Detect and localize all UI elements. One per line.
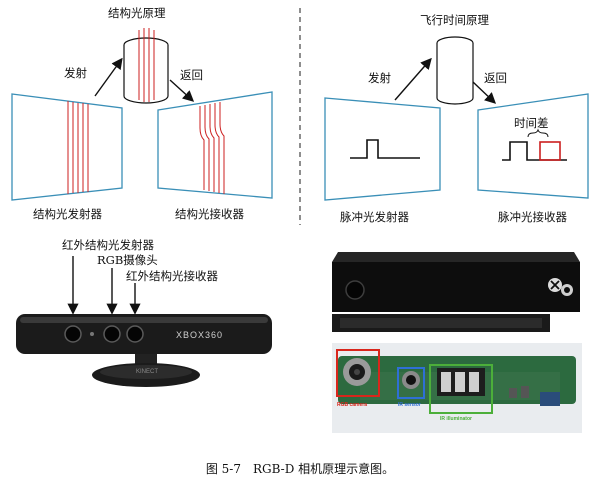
structured-light-cylinder [123,28,169,104]
kinect-pcb-photo [332,343,582,433]
structured-light-return-label: 返回 [180,68,203,82]
emit-arrow [94,57,123,97]
tof-cylinder [436,36,474,105]
pcb-rgb-label: RGB camera [337,402,368,408]
ir-emitter-label: 红外结构光发射器 [62,238,154,252]
ir-receiver-label: 红外结构光接收器 [126,269,218,283]
structured-light-receiver-label: 结构光接收器 [175,207,244,221]
tof-receiver-panel [477,93,589,199]
kinect-one-device [332,252,580,332]
tof-emit-arrow [394,57,432,101]
rgb-camera-label: RGB摄像头 [97,253,158,267]
tof-emitter-panel [324,97,441,201]
figure-caption-text: RGB-D 相机原理示意图。 [252,462,395,476]
pcb-ir-illuminator-label: IR illuminator [440,416,472,422]
kinect-360-device [16,314,272,387]
structured-light-emit-label: 发射 [64,66,87,80]
tof-time-diff-label: 时间差 [514,116,549,130]
return-arrow [169,79,195,102]
ir-sensor-highlight [397,367,425,399]
ir-illuminator-highlight [429,364,493,414]
tof-title: 飞行时间原理 [420,13,489,27]
figure-caption: 图 5-7 RGB-D 相机原理示意图。 [0,460,600,477]
pcb-ir-sensor-label: IR sensor [398,402,421,408]
structured-light-emitter-panel [11,93,123,201]
xbox360-brand-text: XBOX360 [176,330,224,340]
figure-number: 图 5-7 [205,462,241,476]
structured-light-emitter-label: 结构光发射器 [33,207,102,221]
structured-light-receiver-panel [157,91,273,199]
tof-emit-label: 发射 [368,71,391,85]
structured-light-title: 结构光原理 [108,6,166,20]
rgb-camera-highlight [336,349,380,397]
tof-return-label: 返回 [484,71,507,85]
xbox-logo [548,278,562,292]
tof-receiver-label: 脉冲光接收器 [498,210,567,224]
kinect-base-text: KINECT [136,369,159,375]
tof-emitter-label: 脉冲光发射器 [340,210,409,224]
tof-return-arrow [472,81,497,104]
